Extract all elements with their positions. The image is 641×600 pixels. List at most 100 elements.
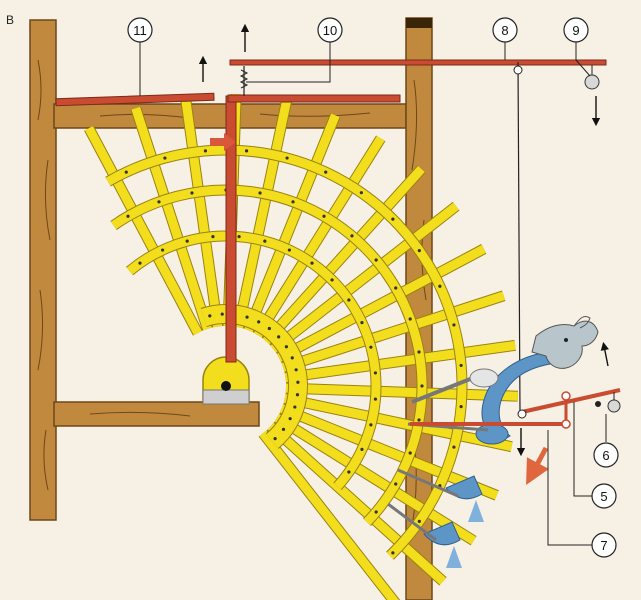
wheel-rivet bbox=[452, 445, 456, 449]
callout-8-number: 8 bbox=[501, 23, 508, 38]
callout-6-number: 6 bbox=[602, 448, 609, 463]
rod-8 bbox=[229, 59, 607, 66]
wheel-rivet bbox=[244, 149, 249, 153]
top-rods bbox=[55, 59, 607, 107]
water-drip-3 bbox=[446, 546, 462, 568]
wheel-rivet bbox=[296, 380, 300, 384]
right-post-cap bbox=[406, 18, 432, 28]
wheel-spoke bbox=[234, 99, 292, 329]
bucket-1 bbox=[475, 423, 509, 445]
callout-7: 7 bbox=[591, 532, 617, 558]
wheel-spoke bbox=[284, 340, 516, 383]
wheel-spoke bbox=[253, 135, 385, 338]
leader-9 bbox=[575, 42, 591, 77]
rod-11 bbox=[55, 92, 215, 107]
animal-horn bbox=[573, 315, 591, 329]
wheel-rivet bbox=[277, 335, 281, 339]
wheel-rivet bbox=[417, 519, 421, 523]
lever-pivot-7 bbox=[561, 419, 571, 429]
wheel-spoke bbox=[84, 126, 202, 336]
red-push-arrow bbox=[210, 133, 236, 151]
wheel-spoke bbox=[285, 383, 518, 401]
wheel-rivet bbox=[211, 234, 215, 239]
wheel-rivet bbox=[360, 447, 364, 451]
wheel-rivet bbox=[258, 191, 262, 195]
lever-pivot-8 bbox=[517, 409, 527, 419]
wheel-rim bbox=[126, 231, 381, 490]
wheel-rivet bbox=[237, 234, 241, 239]
wheel-spoke bbox=[283, 394, 513, 452]
wheel-rivet bbox=[281, 427, 286, 431]
callout-8: 8 bbox=[492, 17, 518, 43]
wheel-rim bbox=[111, 185, 427, 526]
wheel-rivet bbox=[417, 249, 421, 253]
rod-10 bbox=[227, 94, 401, 103]
wheel-rivet bbox=[290, 356, 294, 360]
leader-5 bbox=[573, 402, 592, 497]
bucket-holder-3 bbox=[397, 468, 459, 498]
wheel-rivet bbox=[267, 326, 271, 331]
yellow-wheel bbox=[84, 93, 519, 600]
wheel-rivet bbox=[163, 156, 167, 160]
wheel-rivet bbox=[347, 298, 351, 302]
wheel-rivet bbox=[391, 217, 395, 221]
wheel-spoke bbox=[259, 430, 399, 600]
wheel-rivet bbox=[245, 315, 249, 319]
wheel-spoke bbox=[262, 165, 425, 345]
callout-7-number: 7 bbox=[600, 538, 607, 553]
lever-weight-6 bbox=[607, 399, 621, 413]
wheel-spoke bbox=[274, 413, 477, 545]
wheel-rivet bbox=[263, 239, 267, 243]
wheel-rivet bbox=[420, 384, 424, 388]
wheel-rivet bbox=[257, 320, 261, 324]
wheel-rivet bbox=[126, 214, 130, 218]
wheel-rivet bbox=[373, 397, 378, 401]
wheel-rivet bbox=[287, 248, 291, 252]
wheel-rivet bbox=[369, 423, 373, 427]
left-post bbox=[29, 19, 57, 521]
wheel-rivet bbox=[408, 451, 412, 455]
panel-letter: B bbox=[6, 13, 14, 27]
wheel-rivet bbox=[161, 248, 165, 252]
wheel-spoke bbox=[180, 96, 223, 328]
levers bbox=[410, 388, 621, 429]
wheel-rivet bbox=[284, 345, 288, 349]
leader-7 bbox=[547, 430, 592, 546]
wheel-spoke bbox=[131, 106, 212, 331]
callout-5-number: 5 bbox=[600, 489, 607, 504]
wheel-rivet bbox=[330, 278, 334, 282]
wheel-rivet bbox=[417, 418, 421, 422]
wheel-spoke bbox=[270, 202, 459, 353]
wheel-rivet bbox=[138, 261, 142, 265]
callout-10: 10 bbox=[317, 17, 343, 43]
orange-down-arrow bbox=[526, 446, 549, 486]
wheel-rivet bbox=[452, 323, 456, 327]
wheel-rivet bbox=[285, 156, 289, 160]
wheel-rim bbox=[105, 145, 467, 559]
wheel-rivet bbox=[374, 258, 378, 262]
funnel-head bbox=[469, 368, 499, 388]
leader-10 bbox=[246, 42, 331, 83]
callout-11-number: 11 bbox=[133, 23, 147, 38]
wheel-rivet bbox=[288, 417, 292, 421]
wheel-rivet bbox=[203, 149, 208, 153]
wheel-rivet bbox=[324, 170, 328, 174]
callout-leaders bbox=[139, 42, 607, 546]
callout-11: 11 bbox=[127, 17, 153, 43]
wheel-rivet bbox=[391, 551, 395, 555]
wheel-rivet bbox=[459, 404, 463, 409]
callout-9: 9 bbox=[563, 17, 589, 43]
link-spring bbox=[239, 69, 249, 89]
animal-eye bbox=[564, 338, 568, 342]
wheel-rivet bbox=[294, 368, 298, 372]
wheel-rivet bbox=[190, 191, 194, 195]
callout-10-number: 10 bbox=[323, 23, 337, 38]
wheel-rivet bbox=[185, 239, 189, 243]
lever-6 bbox=[521, 388, 621, 414]
wheel-rivet bbox=[157, 200, 161, 204]
wheel-rivet bbox=[350, 234, 354, 238]
up-arrow-6 bbox=[600, 341, 609, 367]
wheel-spokes bbox=[84, 93, 519, 600]
